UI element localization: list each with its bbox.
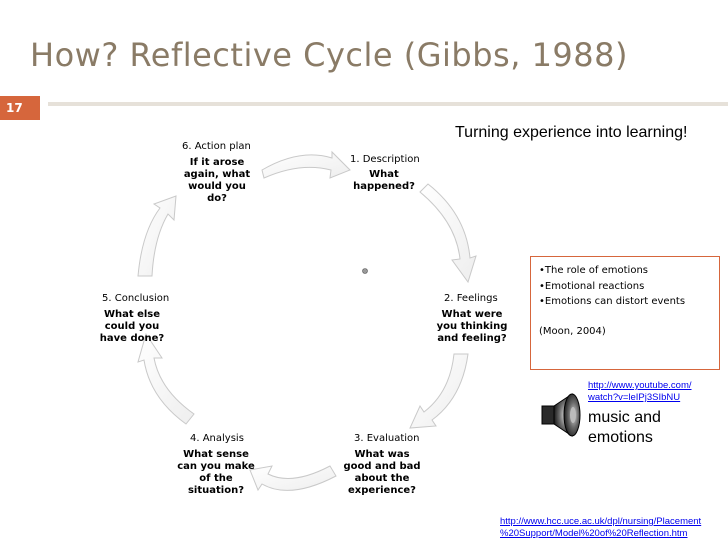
arrow-1-to-2 <box>419 183 477 284</box>
callout-citation: (Moon, 2004) <box>539 325 606 337</box>
stage-label-description: 1. Description <box>350 154 420 165</box>
stage-question-feelings: What were you thinking and feeling? <box>436 309 508 344</box>
stage-label-evaluation: 3. Evaluation <box>354 433 420 444</box>
stage-question-action-plan: If it arose again, what would you do? <box>183 157 251 204</box>
emotions-callout: •The role of emotions •Emotional reactio… <box>530 256 720 370</box>
stage-question-description: What happened? <box>353 169 415 192</box>
tagline: Turning experience into learning! <box>455 124 688 141</box>
stage-label-analysis: 4. Analysis <box>190 433 244 444</box>
stage-label-conclusion: 5. Conclusion <box>102 293 170 304</box>
arrow-2-to-3 <box>409 353 469 429</box>
speaker-icon[interactable] <box>540 392 584 438</box>
slide-title: How? Reflective Cycle (Gibbs, 1988) <box>30 36 628 74</box>
arrow-3-to-4 <box>249 465 337 492</box>
center-dot <box>362 268 368 274</box>
slide-number: 17 <box>0 96 40 120</box>
stage-label-action-plan: 6. Action plan <box>182 141 251 152</box>
stage-question-evaluation: What was good and bad about the experien… <box>343 449 421 496</box>
arrow-6-to-1 <box>261 150 351 179</box>
youtube-link[interactable]: http://www.youtube.com/ watch?v=leIPj3SI… <box>588 380 692 403</box>
title-rule <box>48 102 728 106</box>
arrow-5-to-6 <box>137 195 177 277</box>
stage-question-analysis: What sense can you make of the situation… <box>177 449 255 496</box>
arrow-4-to-5 <box>137 332 195 425</box>
music-emotions-text: music and emotions <box>588 409 661 446</box>
stage-question-conclusion: What else could you have done? <box>99 309 165 344</box>
callout-bullet: •Emotions can distort events <box>539 296 686 307</box>
source-link[interactable]: http://www.hcc.uce.ac.uk/dpl/nursing/Pla… <box>500 516 702 539</box>
callout-bullet: •The role of emotions <box>539 265 648 276</box>
stage-label-feelings: 2. Feelings <box>444 293 498 304</box>
callout-bullet: •Emotional reactions <box>539 280 645 292</box>
